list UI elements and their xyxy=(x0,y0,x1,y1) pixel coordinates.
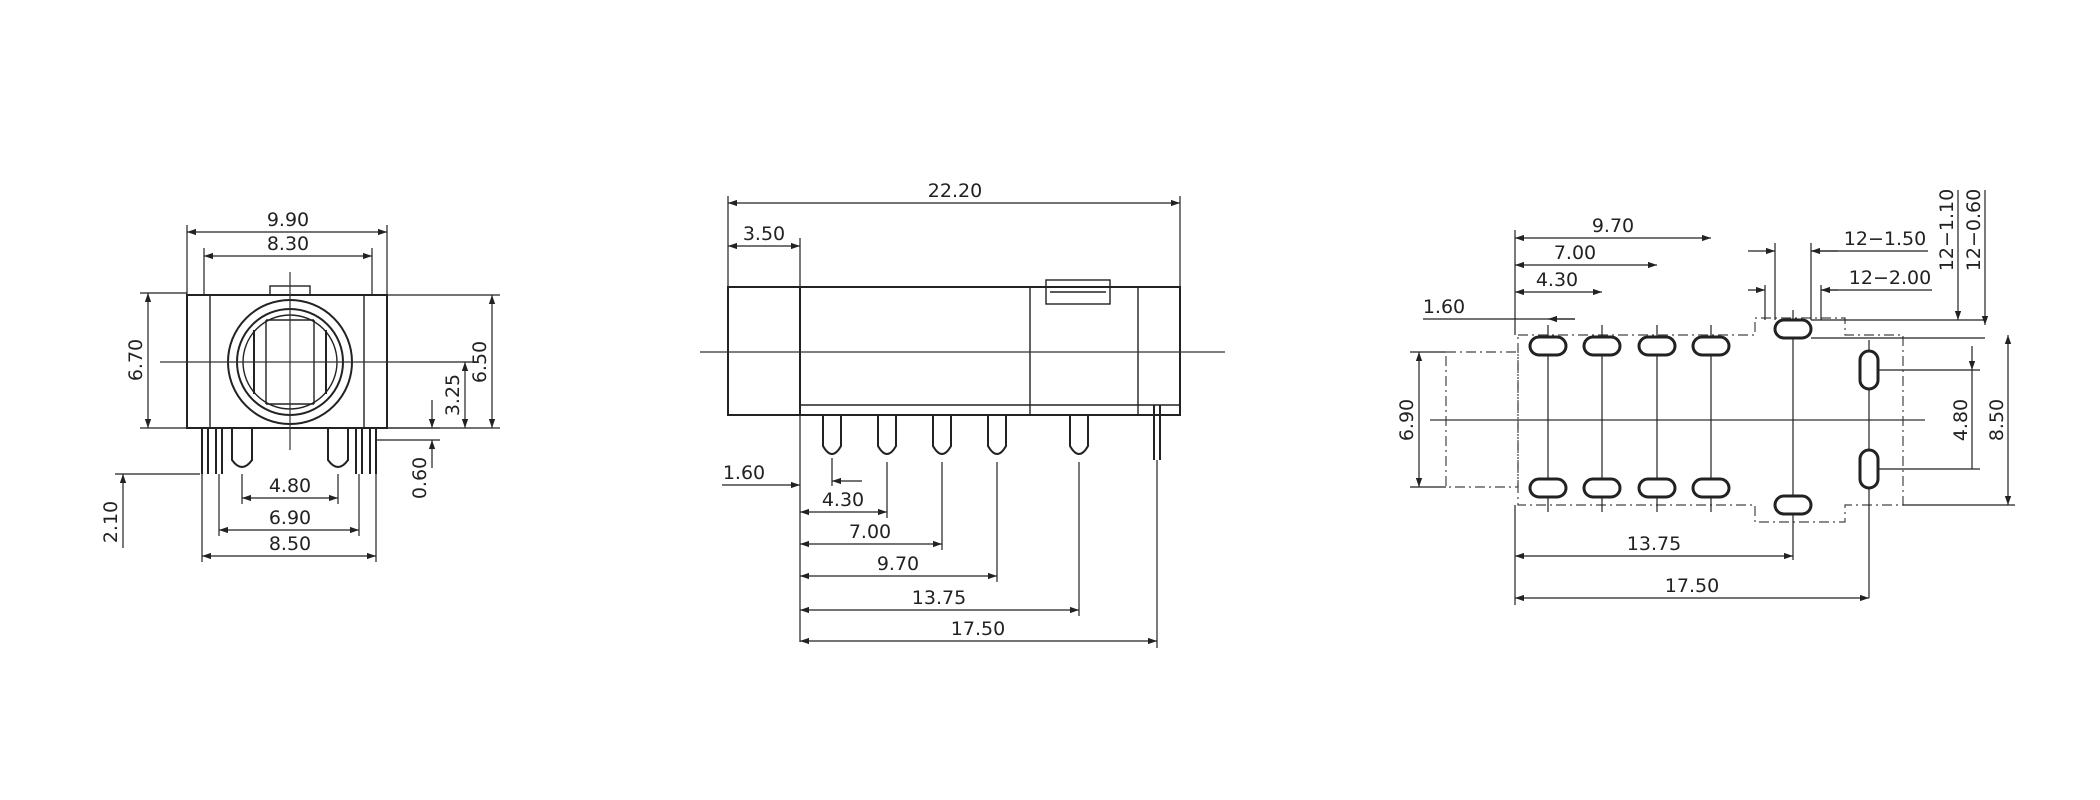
dim-4-30: 4.30 xyxy=(822,489,864,511)
fp-dim-12-2-00: 12−2.00 xyxy=(1849,267,1931,289)
front-view: 9.90 8.30 6.70 6.50 3.25 4.80 xyxy=(100,209,500,562)
fp-dim-4-30: 4.30 xyxy=(1536,269,1578,291)
fp-dim-13-75: 13.75 xyxy=(1627,533,1681,555)
footprint-pads xyxy=(1528,310,1880,598)
side-pins xyxy=(822,405,1161,460)
dim-6-50: 6.50 xyxy=(469,341,491,383)
side-body-outline xyxy=(727,279,1181,416)
fp-dim-12-1-50: 12−1.50 xyxy=(1844,228,1926,250)
dim-13-75: 13.75 xyxy=(912,587,966,609)
dim-8-50: 8.50 xyxy=(269,533,311,555)
fp-dim-4-80: 4.80 xyxy=(1950,399,1972,441)
dim-22-20: 22.20 xyxy=(928,180,982,202)
dim-3-25: 3.25 xyxy=(442,374,464,416)
dim-6-70: 6.70 xyxy=(125,339,147,381)
fp-dim-7-00: 7.00 xyxy=(1554,242,1596,264)
dim-2-10: 2.10 xyxy=(100,501,122,543)
dim-0-60: 0.60 xyxy=(409,457,431,499)
front-body-outline xyxy=(186,285,388,429)
fp-dim-8-50: 8.50 xyxy=(1986,399,2008,441)
dim-1-60: 1.60 xyxy=(723,462,765,484)
dim-4-80: 4.80 xyxy=(269,475,311,497)
fp-dim-6-90: 6.90 xyxy=(1396,399,1418,441)
side-dimensions: 22.20 3.50 1.60 4.30 7.00 9.70 xyxy=(722,180,1181,648)
fp-dim-1-60: 1.60 xyxy=(1423,296,1465,318)
fp-dim-9-70: 9.70 xyxy=(1592,215,1634,237)
footprint-view: 9.70 7.00 4.30 1.60 12−1.50 12−2.00 xyxy=(1396,189,2015,605)
side-view: 22.20 3.50 1.60 4.30 7.00 9.70 xyxy=(700,180,1225,648)
front-pins xyxy=(201,428,377,474)
dim-9-90: 9.90 xyxy=(267,209,309,231)
front-dimensions: 9.90 8.30 6.70 6.50 3.25 4.80 xyxy=(100,209,500,562)
dim-17-50: 17.50 xyxy=(951,618,1005,640)
fp-dim-17-50: 17.50 xyxy=(1665,575,1719,597)
dim-3-50: 3.50 xyxy=(743,223,785,245)
dim-6-90: 6.90 xyxy=(269,507,311,529)
fp-dim-12-1-10: 12−1.10 xyxy=(1936,189,1958,271)
dim-7-00: 7.00 xyxy=(849,521,891,543)
fp-dim-12-0-60: 12−0.60 xyxy=(1963,189,1985,271)
front-center-lines xyxy=(160,272,400,450)
footprint-dimensions: 9.70 7.00 4.30 1.60 12−1.50 12−2.00 xyxy=(1396,189,2015,605)
dim-8-30: 8.30 xyxy=(267,233,309,255)
dim-9-70: 9.70 xyxy=(877,553,919,575)
